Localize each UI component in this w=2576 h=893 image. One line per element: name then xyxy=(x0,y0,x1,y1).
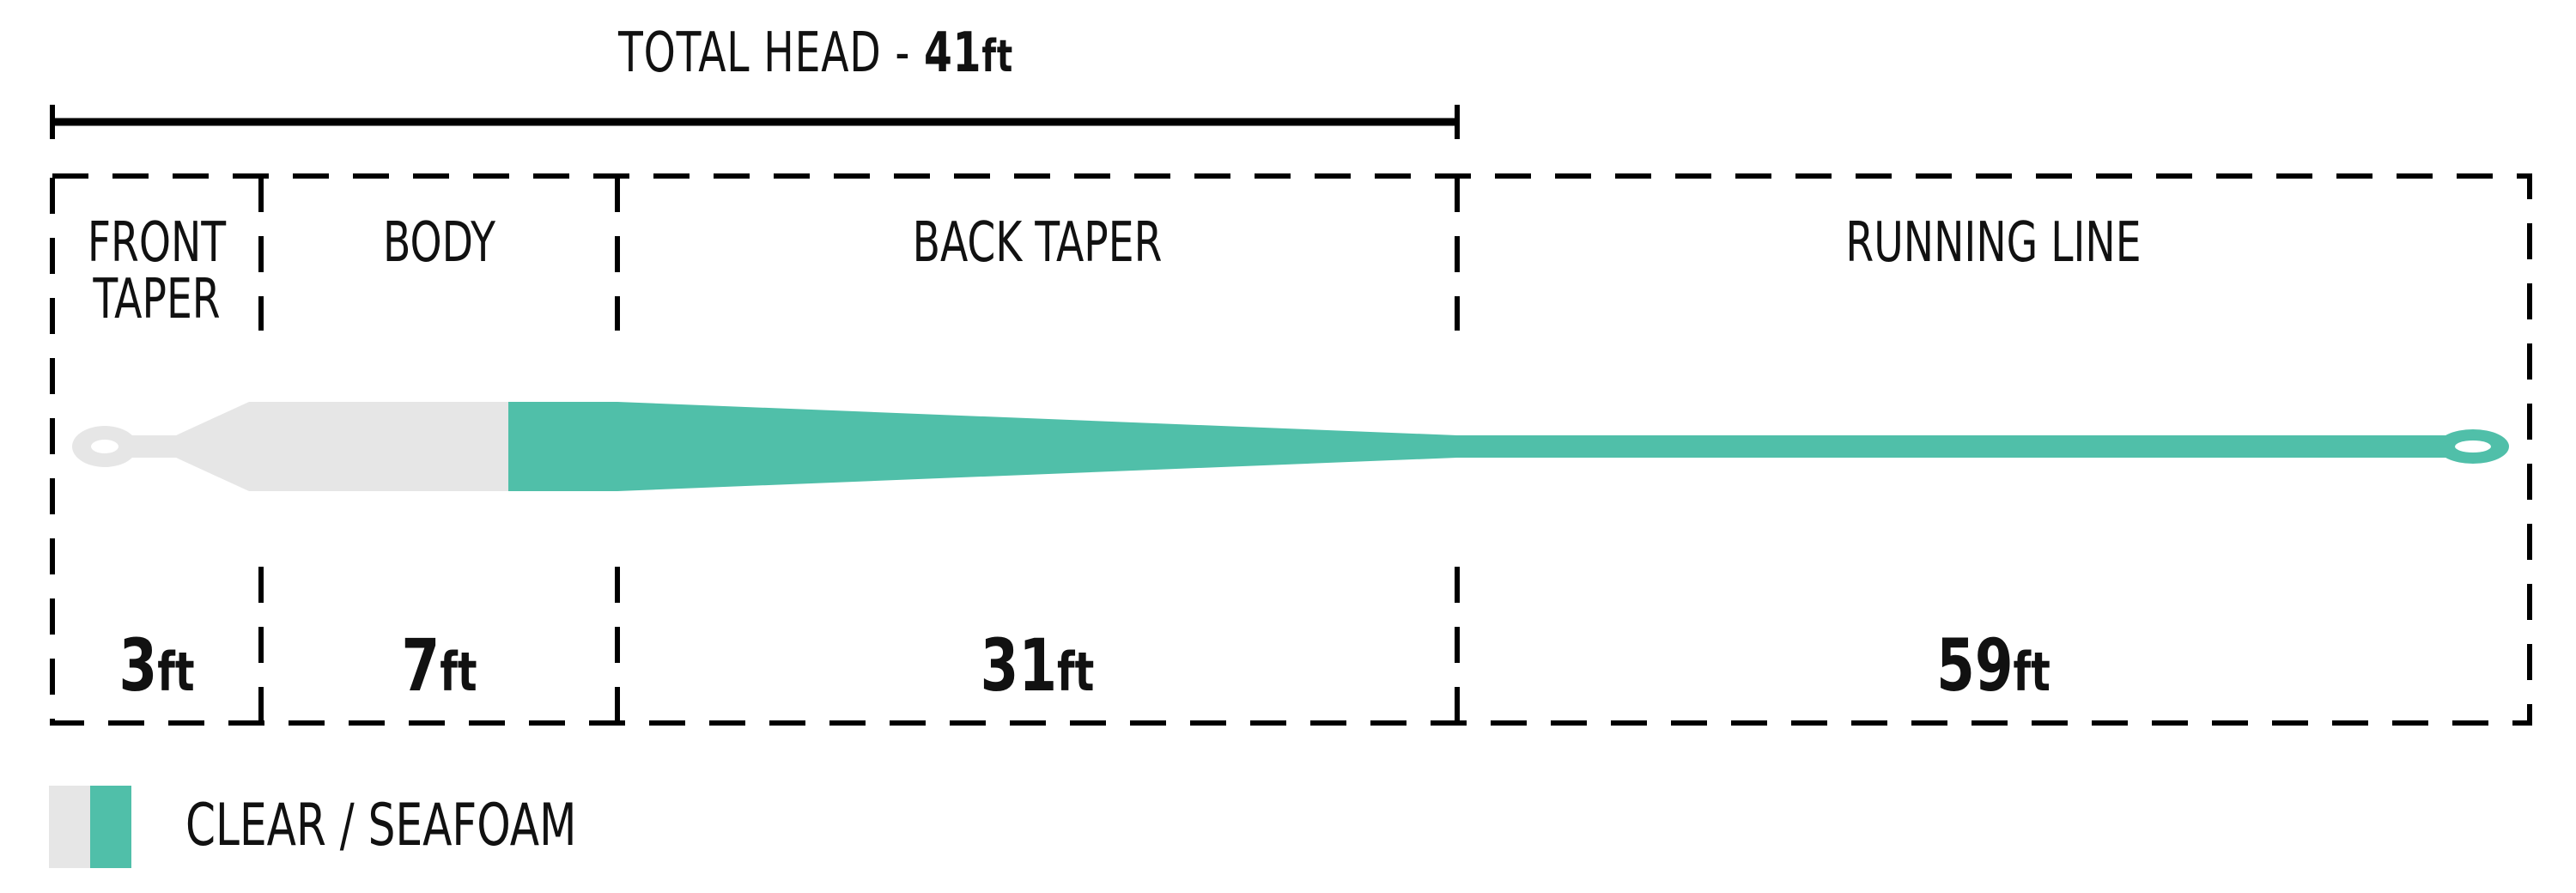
value-body: 7ft xyxy=(401,623,477,708)
total-head-title: TOTAL HEAD - 41ft xyxy=(618,21,1013,85)
total-head-bar xyxy=(50,105,1460,139)
label-back-taper: BACK TAPER xyxy=(912,211,1163,275)
label-body: BODY xyxy=(383,211,495,275)
section-frame xyxy=(50,173,2532,726)
legend-swatch xyxy=(49,786,131,868)
legend-label: CLEAR / SEAFOAM xyxy=(185,792,577,860)
seafoam-section xyxy=(508,402,2447,491)
label-running-line: RUNNING LINE xyxy=(1845,211,2142,275)
clear-front-section xyxy=(129,402,508,491)
line-profile xyxy=(72,402,2509,491)
value-running-line: 59ft xyxy=(1936,623,2050,708)
value-back-taper: 31ft xyxy=(980,623,1095,708)
value-front-taper: 3ft xyxy=(118,623,195,708)
